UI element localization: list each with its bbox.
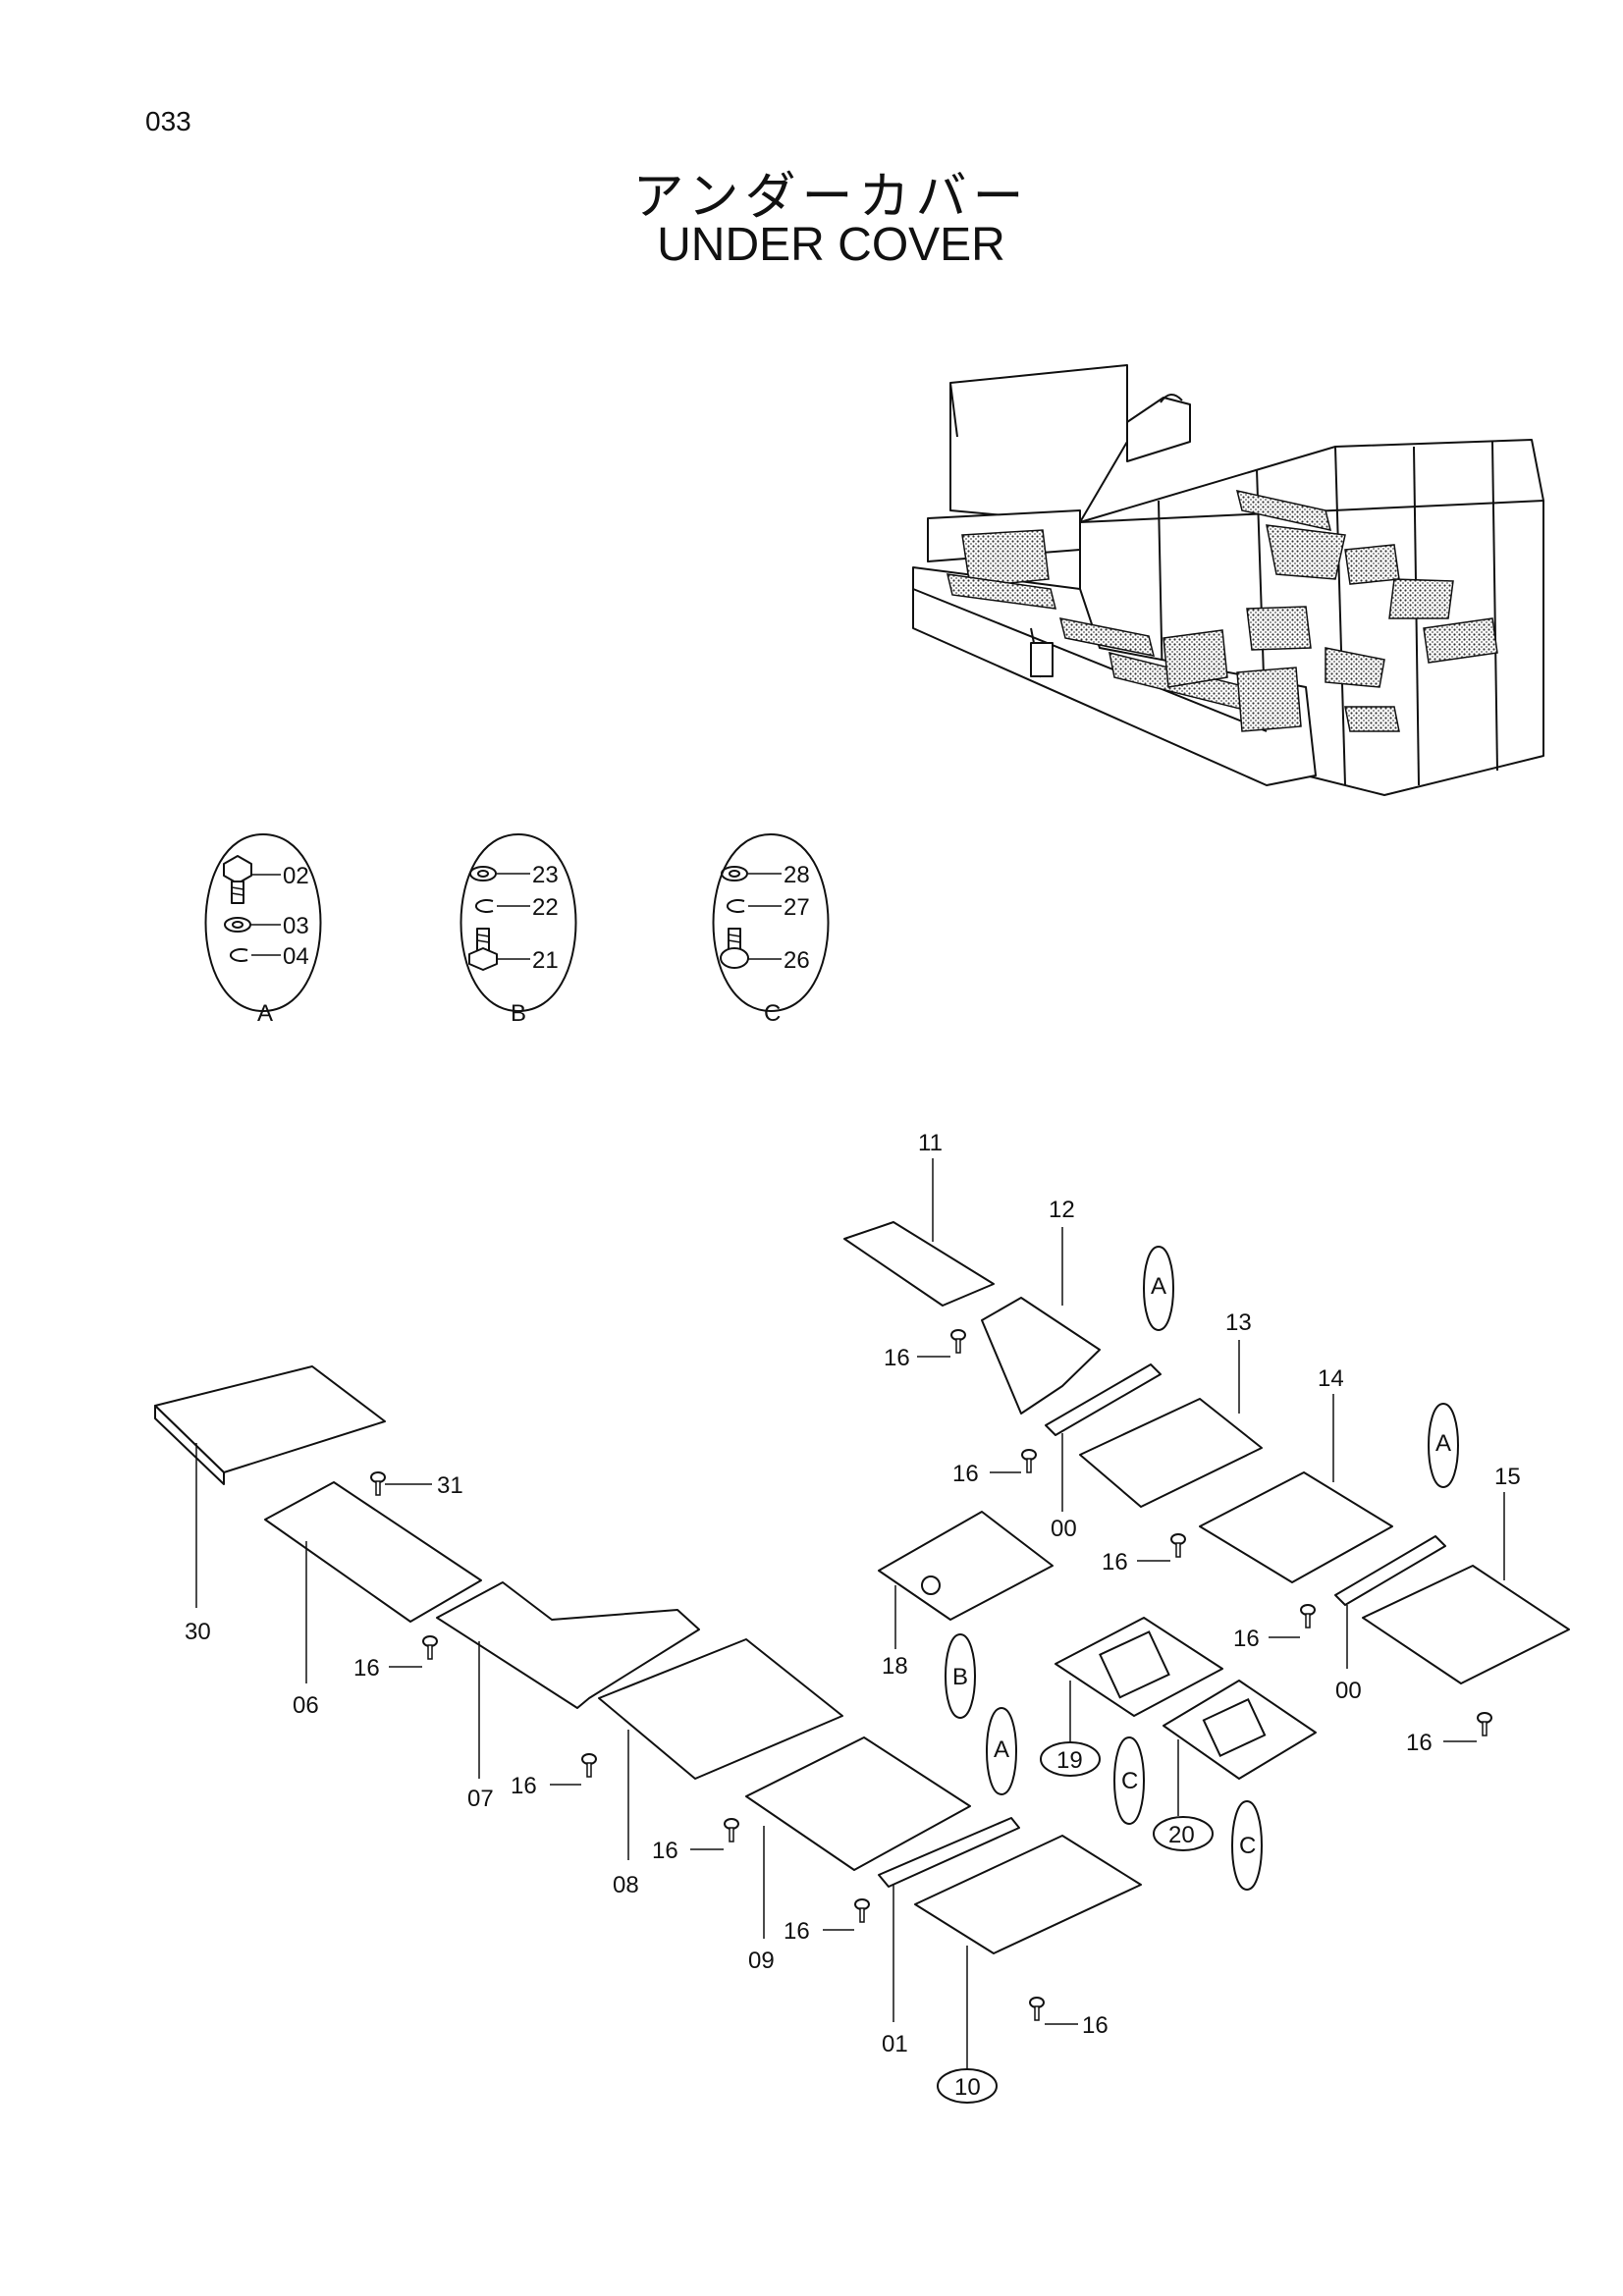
part-01-strip: 01 A (878, 1706, 1020, 2057)
callout-part-07: 07 (467, 1786, 494, 1812)
callout-part-02: 02 (283, 863, 309, 889)
ref-a-upper: A (1151, 1273, 1166, 1300)
callout-part-16-f: 16 (884, 1345, 910, 1371)
part-12-cover: 12 16 (952, 1197, 1101, 1487)
callout-part-16-j: 16 (1406, 1730, 1433, 1756)
part-06-cover: 06 16 (264, 1481, 482, 1719)
callout-part-16-a: 16 (353, 1655, 380, 1682)
callout-part-01: 01 (882, 2031, 908, 2057)
fastener-set-c-label: C (764, 1000, 781, 1027)
callout-part-30: 30 (185, 1619, 211, 1645)
callout-part-18: 18 (882, 1653, 908, 1680)
callout-part-00-a: 00 (1051, 1516, 1077, 1542)
callout-part-19: 19 (1056, 1747, 1083, 1774)
callout-part-16-b: 16 (511, 1773, 537, 1799)
callout-part-28: 28 (784, 862, 810, 888)
part-11-cover: 11 16 (843, 1130, 995, 1371)
ref-c-right: C (1239, 1833, 1256, 1859)
callout-part-04: 04 (283, 943, 309, 970)
part-00-strip-b: 00 A (1334, 1402, 1459, 1704)
fastener-set-a-label: A (257, 1000, 273, 1027)
part-20-cover: 20 C (1153, 1680, 1317, 1892)
fastener-set-b: B 23 22 21 (460, 832, 577, 1027)
part-00-strip-a: 00 A (1045, 1245, 1174, 1542)
callout-part-16-i: 16 (1233, 1626, 1260, 1652)
part-08-cover: 08 16 (511, 1638, 843, 1898)
callout-part-10: 10 (954, 2074, 981, 2101)
callout-part-12: 12 (1049, 1197, 1075, 1223)
callout-part-09: 09 (748, 1948, 775, 1974)
callout-part-21: 21 (532, 947, 559, 974)
ref-c-left: C (1121, 1768, 1138, 1794)
part-07-cover: 07 (436, 1581, 700, 1812)
part-19-cover: 19 C (1040, 1617, 1223, 1826)
part-10-cover: 10 16 (914, 1835, 1142, 2104)
title-english: UNDER COVER (657, 219, 1005, 271)
callout-part-08: 08 (613, 1872, 639, 1898)
part-09-cover: 09 16 16 (652, 1736, 971, 1974)
machine-overview (912, 364, 1544, 796)
page-number: 033 (145, 106, 191, 136)
callout-part-06: 06 (293, 1692, 319, 1719)
ref-a-lower: A (994, 1736, 1009, 1763)
callout-part-15: 15 (1494, 1464, 1521, 1490)
callout-part-22: 22 (532, 894, 559, 921)
ref-a-right: A (1435, 1430, 1451, 1457)
part-15-cover: 15 16 (1362, 1464, 1570, 1756)
callout-part-16-c: 16 (652, 1838, 678, 1864)
fastener-set-b-label: B (511, 1000, 526, 1027)
callout-part-00-b: 00 (1335, 1678, 1362, 1704)
callout-part-14: 14 (1318, 1365, 1344, 1392)
callout-part-23: 23 (532, 862, 559, 888)
part-18-cover: 18 B (878, 1511, 1054, 1720)
callout-part-16-e: 16 (1082, 2012, 1109, 2039)
part-30-cover: 30 31 (154, 1365, 463, 1645)
callout-part-31: 31 (437, 1472, 463, 1499)
part-13-cover: 13 16 (1079, 1309, 1263, 1575)
callout-part-20: 20 (1168, 1822, 1195, 1848)
callout-part-16-d: 16 (784, 1918, 810, 1945)
callout-part-27: 27 (784, 894, 810, 921)
callout-part-03: 03 (283, 913, 309, 939)
part-14-cover: 14 16 (1199, 1365, 1393, 1652)
callout-part-13: 13 (1225, 1309, 1252, 1336)
callout-part-16-g: 16 (952, 1461, 979, 1487)
callout-part-16-h: 16 (1102, 1549, 1128, 1575)
ref-b: B (952, 1664, 968, 1690)
fastener-set-a: A 02 03 04 (204, 832, 322, 1027)
callout-part-11: 11 (918, 1130, 943, 1156)
fastener-set-c: C 28 27 26 (712, 832, 830, 1027)
title-japanese: アンダーカバー (632, 168, 1030, 227)
callout-part-26: 26 (784, 947, 810, 974)
